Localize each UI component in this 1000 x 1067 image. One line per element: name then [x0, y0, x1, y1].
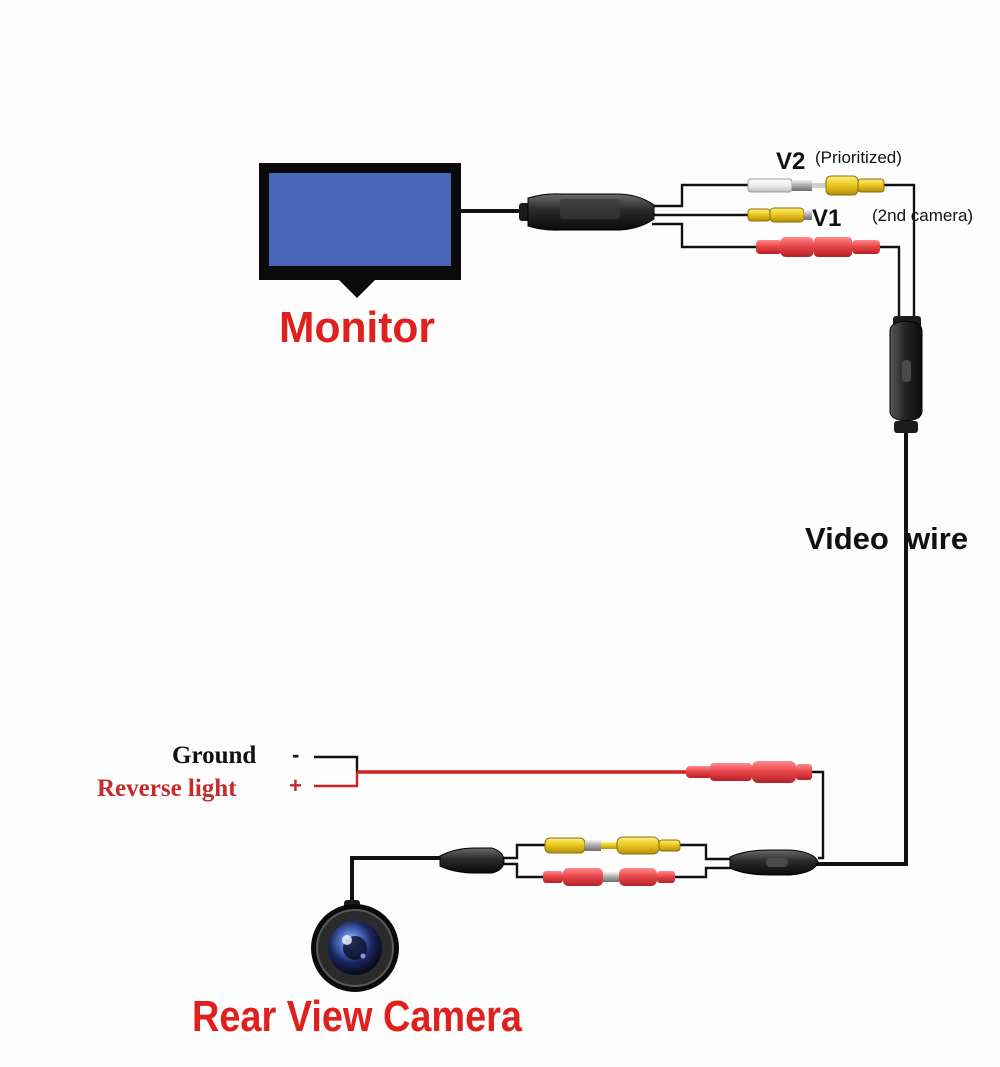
ground-wire	[314, 755, 359, 772]
lower-red-connectors	[543, 868, 675, 886]
reverse-light-lead	[314, 772, 359, 788]
v1-label: V1	[812, 205, 841, 232]
camera-cable	[350, 856, 440, 906]
ground-minus-sign: -	[292, 742, 299, 767]
top-power-connector	[756, 237, 880, 257]
rear-view-camera	[311, 900, 399, 992]
monitor-stand	[339, 280, 375, 298]
lower-yellow-connectors	[544, 836, 681, 855]
monitor	[259, 163, 461, 298]
reverse-plus-sign: +	[289, 773, 302, 798]
prioritized-label: (Prioritized)	[815, 148, 902, 167]
v1-connector	[747, 207, 812, 223]
top-splitter	[519, 193, 655, 231]
video-wire-label: Video wire	[805, 521, 968, 556]
v2-label: V2	[776, 148, 805, 175]
camera-side-splitter	[439, 847, 505, 874]
lower-red-wire-left	[502, 862, 543, 879]
reverse-power-plug	[686, 761, 812, 783]
video-wire-junction	[889, 316, 923, 433]
wires	[314, 183, 916, 906]
power-branch-wire	[652, 222, 756, 249]
second-camera-wire	[884, 183, 916, 320]
monitor-screen	[269, 173, 451, 266]
v2-connector-pair	[747, 175, 885, 196]
lower-yellow-wire-left	[502, 843, 545, 860]
second-camera-label: (2nd camera)	[872, 206, 973, 225]
rear-view-camera-label: Rear View Camera	[192, 992, 522, 1041]
video-feed-wire	[880, 245, 901, 320]
lower-red-wire-right	[675, 866, 731, 879]
ground-label: Ground	[172, 742, 256, 769]
v2-branch-wire	[652, 183, 748, 208]
reverse-light-label: Reverse light	[97, 775, 237, 802]
lower-yellow-wire-right	[680, 843, 731, 861]
monitor-label: Monitor	[279, 303, 435, 352]
reverse-plug-wire	[812, 770, 825, 860]
lower-right-splitter	[729, 849, 819, 876]
